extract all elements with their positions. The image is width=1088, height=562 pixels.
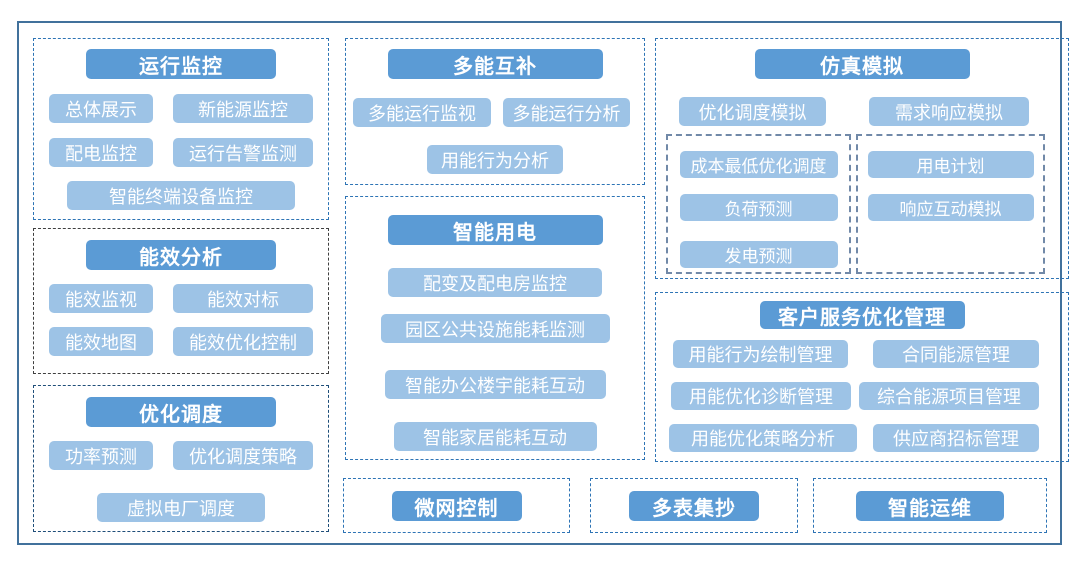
module-item: 发电预测: [679, 241, 838, 268]
module-item: 多能运行监视: [353, 98, 491, 127]
header-multi-meter-reading: 多表集抄: [629, 491, 759, 521]
module-item: 成本最低优化调度: [679, 151, 838, 178]
header-microgrid-control: 微网控制: [391, 491, 522, 521]
header-customer-service-optimization: 客户服务优化管理: [759, 301, 965, 329]
section-multi-meter-reading: 多表集抄: [590, 478, 798, 533]
module-item: 能效优化控制: [173, 327, 313, 356]
section-smart-power-consumption: 智能用电 配变及配电房监控 园区公共设施能耗监测 智能办公楼宇能耗互动 智能家居…: [345, 196, 645, 460]
module-item: 配电监控: [49, 138, 153, 167]
module-item: 新能源监控: [173, 94, 313, 123]
section-microgrid-control: 微网控制: [343, 478, 570, 533]
module-item: 综合能源项目管理: [859, 382, 1039, 410]
section-optimal-dispatch: 优化调度 功率预测 优化调度策略 虚拟电厂调度: [33, 385, 329, 532]
module-item: 能效对标: [173, 284, 313, 313]
section-multi-energy-complementation: 多能互补 多能运行监视 多能运行分析 用能行为分析: [345, 38, 645, 185]
section-smart-operation-maintenance: 智能运维: [813, 478, 1047, 533]
module-item: 智能终端设备监控: [67, 181, 295, 210]
module-item: 供应商招标管理: [873, 424, 1039, 452]
section-operation-monitoring: 运行监控 总体展示 新能源监控 配电监控 运行告警监测 智能终端设备监控: [33, 38, 329, 220]
module-item: 用电计划: [867, 151, 1034, 178]
module-item: 虚拟电厂调度: [97, 493, 265, 522]
simulation-subgroup-dispatch: 成本最低优化调度 负荷预测 发电预测: [666, 134, 851, 274]
module-item: 用能优化策略分析: [669, 424, 857, 452]
module-item: 需求响应模拟: [869, 97, 1029, 126]
header-smart-power-consumption: 智能用电: [387, 215, 603, 245]
module-item: 总体展示: [49, 94, 153, 123]
section-energy-efficiency-analysis: 能效分析 能效监视 能效对标 能效地图 能效优化控制: [33, 228, 329, 374]
module-item: 负荷预测: [679, 194, 838, 221]
module-item: 园区公共设施能耗监测: [380, 314, 610, 343]
simulation-subgroup-response: 用电计划 响应互动模拟: [856, 134, 1045, 274]
module-item: 智能办公楼宇能耗互动: [384, 370, 606, 399]
module-item: 响应互动模拟: [867, 194, 1034, 221]
header-energy-efficiency-analysis: 能效分析: [86, 240, 276, 270]
module-item: 合同能源管理: [873, 340, 1039, 368]
header-smart-operation-maintenance: 智能运维: [856, 491, 1004, 521]
module-item: 功率预测: [49, 441, 153, 470]
module-item: 用能优化诊断管理: [671, 382, 851, 410]
section-customer-service-optimization: 客户服务优化管理 用能行为绘制管理 合同能源管理 用能优化诊断管理 综合能源项目…: [655, 292, 1069, 462]
module-item: 智能家居能耗互动: [393, 422, 597, 451]
module-item: 多能运行分析: [503, 98, 630, 127]
module-item: 能效地图: [49, 327, 153, 356]
module-item: 用能行为绘制管理: [673, 340, 848, 368]
header-optimal-dispatch: 优化调度: [86, 397, 276, 427]
module-item: 用能行为分析: [427, 145, 563, 174]
module-item: 运行告警监测: [173, 138, 313, 167]
module-item: 优化调度策略: [173, 441, 313, 470]
header-operation-monitoring: 运行监控: [86, 49, 276, 79]
section-simulation: 仿真模拟 优化调度模拟 需求响应模拟 成本最低优化调度 负荷预测 发电预测 用电…: [655, 38, 1069, 279]
module-item: 能效监视: [49, 284, 153, 313]
module-item: 配变及配电房监控: [388, 268, 602, 297]
header-multi-energy-complementation: 多能互补: [387, 49, 603, 79]
header-simulation: 仿真模拟: [754, 49, 970, 79]
module-item: 优化调度模拟: [679, 97, 826, 126]
